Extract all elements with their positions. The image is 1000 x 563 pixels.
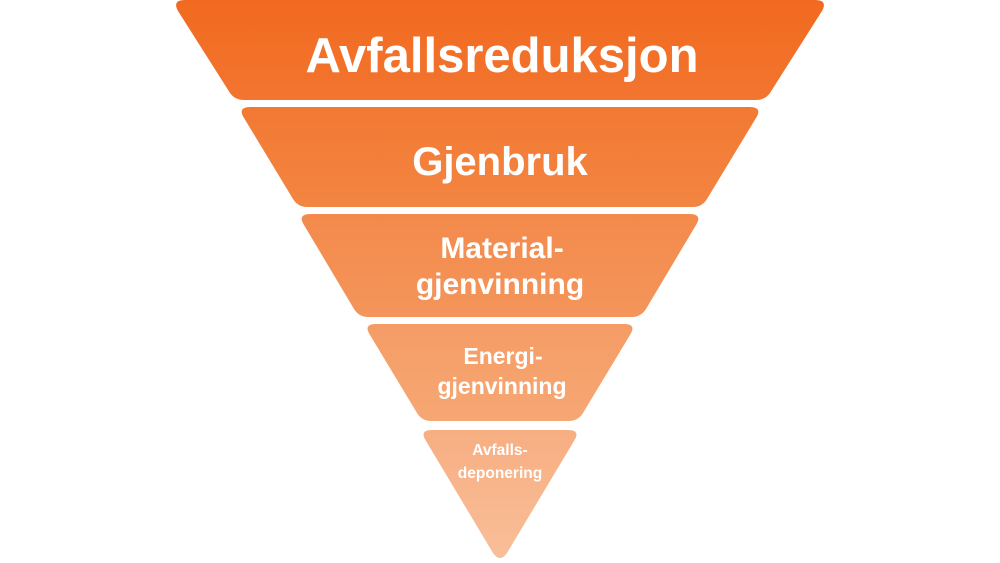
tier-label: Avfallsreduksjon bbox=[305, 29, 698, 83]
tier-energigjenvinning: Energi- gjenvinning bbox=[367, 324, 633, 421]
tier-shape bbox=[176, 0, 824, 100]
tier-shape bbox=[367, 324, 633, 421]
tier-label: deponering bbox=[458, 465, 542, 482]
tier-label: Energi- bbox=[463, 343, 542, 369]
tier-avfallsreduksjon: Avfallsreduksjon bbox=[176, 0, 824, 100]
tier-shape bbox=[241, 107, 759, 207]
tier-shape bbox=[423, 430, 577, 558]
tier-label: Material- bbox=[440, 232, 563, 265]
tier-label: Avfalls- bbox=[472, 442, 527, 459]
tier-materialgjenvinning: Material- gjenvinning bbox=[301, 214, 699, 317]
tier-avfallsdeponering: Avfalls- deponering bbox=[423, 430, 577, 558]
tier-label: gjenvinning bbox=[416, 268, 584, 301]
tier-label: gjenvinning bbox=[437, 373, 566, 399]
tier-gjenbruk: Gjenbruk bbox=[241, 107, 759, 207]
tier-label: Gjenbruk bbox=[412, 140, 588, 184]
tier-shape bbox=[301, 214, 699, 317]
